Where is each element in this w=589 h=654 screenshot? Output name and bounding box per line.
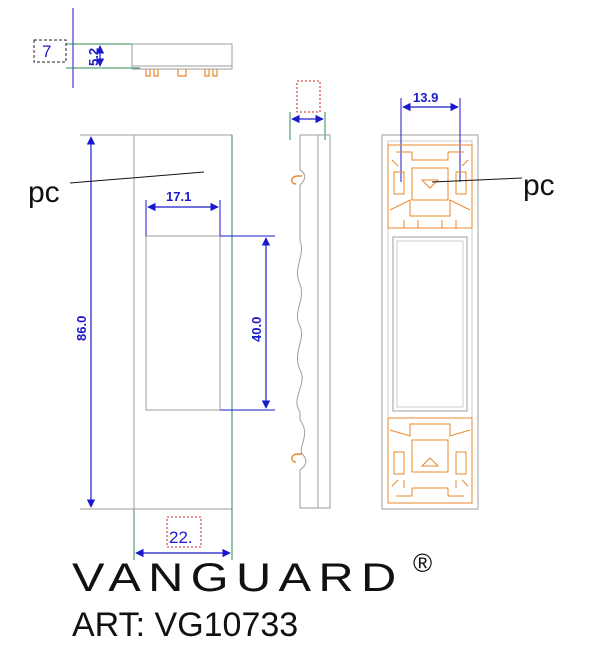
- article-number: ART: VG10733: [72, 606, 299, 644]
- width-box: [166, 516, 202, 548]
- thickness-box: [33, 39, 67, 63]
- back-frame: [381, 134, 479, 510]
- dim-overall-height: 86.0: [74, 316, 89, 341]
- back-opening: [392, 236, 468, 412]
- top-view-body: [131, 43, 233, 70]
- registered-mark: ®: [413, 548, 433, 578]
- lower-clip-assembly: [387, 417, 473, 504]
- brand-logo: VANGUARD: [72, 556, 404, 600]
- back-view: 13.9 pc: [381, 90, 555, 510]
- dim-back-width: 13.9: [413, 90, 438, 105]
- callout-material-right: pc: [523, 169, 555, 202]
- side-view: [289, 80, 331, 509]
- dim-top-thickness: 7: [42, 42, 51, 61]
- top-view: 7 5.2: [33, 8, 233, 88]
- callout-material-left: pc: [28, 176, 60, 209]
- dim-overall-width: 22.: [169, 528, 193, 547]
- upper-clip-assembly: [387, 144, 473, 229]
- side-profile: [296, 134, 331, 509]
- front-view: 86.0 17.1 40.0 22. pc: [28, 134, 275, 560]
- top-view-clips: [145, 69, 218, 77]
- side-placeholder-box: [296, 80, 321, 113]
- dim-opening-height: 40.0: [249, 317, 264, 342]
- dim-top-height: 5.2: [86, 48, 101, 66]
- dim-opening-width: 17.1: [166, 189, 191, 204]
- front-opening: [145, 235, 221, 411]
